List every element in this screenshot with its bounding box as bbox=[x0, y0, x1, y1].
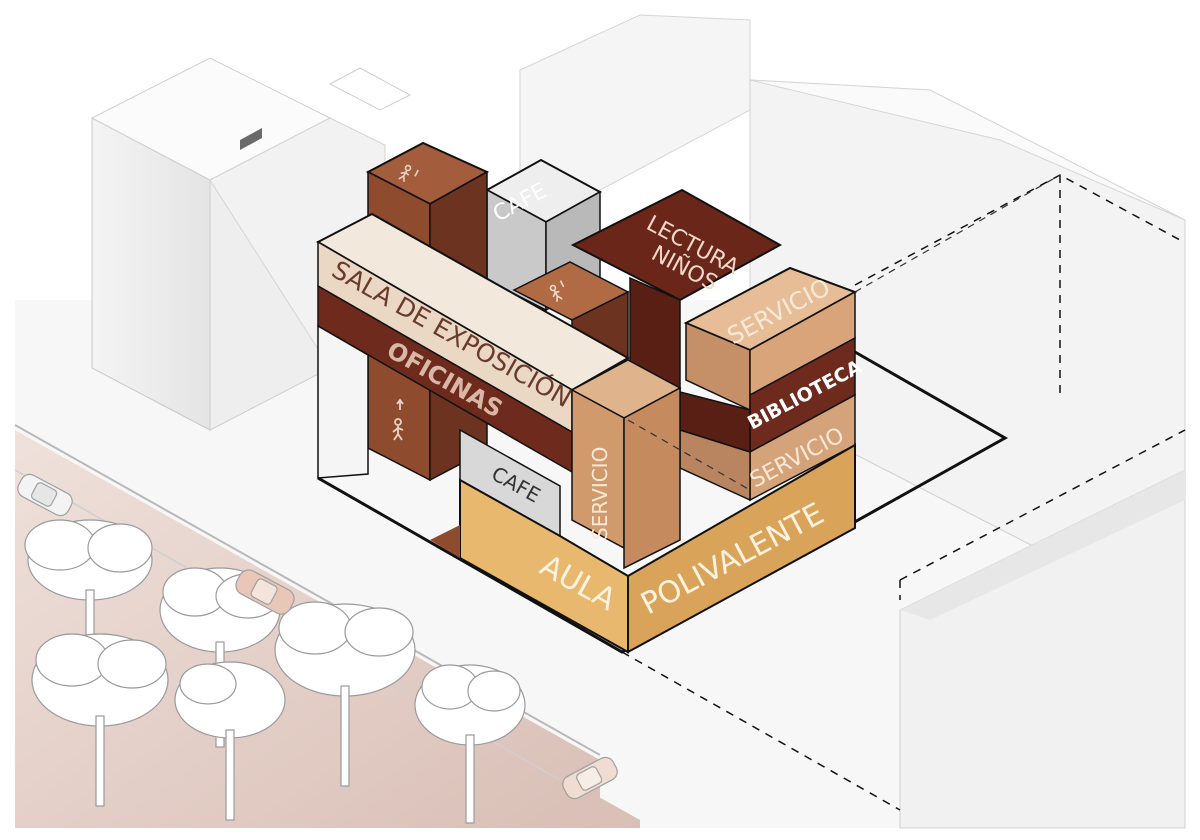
block-sala-exposicion bbox=[315, 212, 631, 479]
stair-person-icon bbox=[392, 398, 404, 441]
cars bbox=[17, 473, 618, 800]
car-icon bbox=[235, 569, 295, 615]
context-building-back bbox=[519, 14, 1186, 829]
street-trees bbox=[24, 519, 526, 824]
car-icon bbox=[17, 473, 73, 517]
block-lectura-ninos bbox=[570, 188, 783, 394]
car-icon bbox=[562, 756, 618, 800]
label-servicio-column: SERVICIO bbox=[588, 447, 612, 540]
tree-icon bbox=[24, 519, 153, 701]
tree-icon bbox=[274, 601, 416, 787]
tree-icon bbox=[174, 661, 286, 821]
hidden-lines bbox=[627, 174, 1061, 491]
block-servicio-biblioteca-stack bbox=[679, 266, 858, 502]
tree-icon bbox=[414, 664, 526, 824]
block-servicio-column bbox=[570, 359, 682, 570]
stair-person-icon bbox=[549, 280, 565, 302]
stair-person-icon bbox=[398, 164, 419, 182]
block-aula-polivalente bbox=[430, 443, 856, 654]
tree-icon bbox=[31, 633, 169, 807]
